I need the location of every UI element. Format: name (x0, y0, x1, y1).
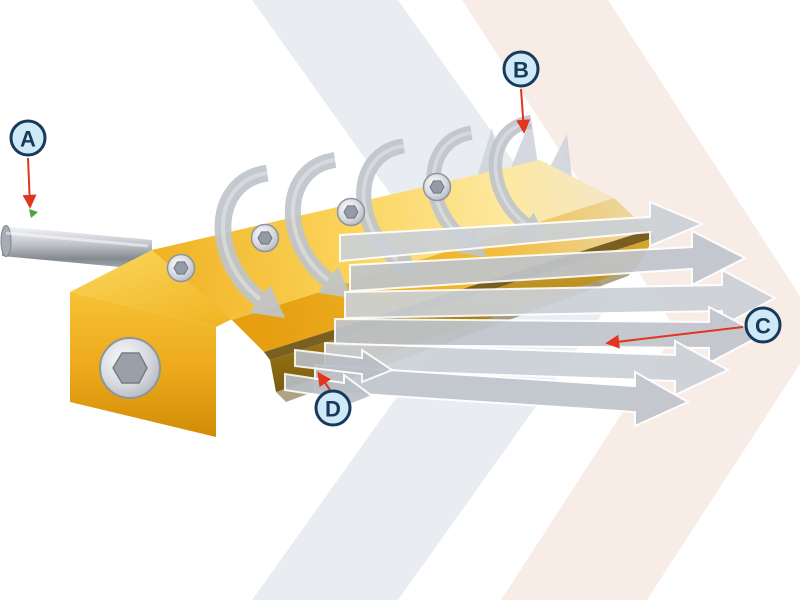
callout-c-circle (744, 306, 782, 344)
airflow-arrow (349, 229, 748, 293)
callout-d: D (314, 371, 352, 427)
rod-end-cap (0, 225, 12, 257)
hex-screw (250, 223, 280, 253)
callout-b-letter: B (513, 58, 529, 83)
callout-b-circle (502, 50, 540, 88)
callout-a-letter: A (20, 127, 36, 152)
hex-screw (166, 253, 196, 283)
pointer-b (516, 88, 531, 134)
hex-screw (336, 197, 366, 227)
airflow-arrow (339, 200, 705, 263)
rod-highlight (5, 231, 149, 248)
pointer-d (317, 371, 332, 391)
backdrop-chevron-pink (462, 0, 800, 600)
green-tip-mark (29, 209, 38, 218)
airflow-arrow-small (294, 348, 395, 384)
airflow-arrow (344, 268, 778, 328)
callout-c-letter: C (755, 314, 771, 339)
air-inlet-rod (0, 225, 152, 270)
large-screw-hex-recess (112, 352, 148, 384)
hex-screw (422, 172, 452, 202)
output-airflow-arrows (284, 200, 778, 428)
large-hex-screw (99, 337, 161, 399)
callout-d-circle (314, 389, 352, 427)
callout-d-letter: D (325, 397, 341, 422)
callout-c: C (605, 306, 782, 349)
callout-b: B (502, 50, 540, 134)
pointer-a (22, 157, 37, 209)
callout-a: A (9, 119, 47, 218)
callout-a-circle (9, 119, 47, 157)
pointer-c (605, 326, 744, 349)
